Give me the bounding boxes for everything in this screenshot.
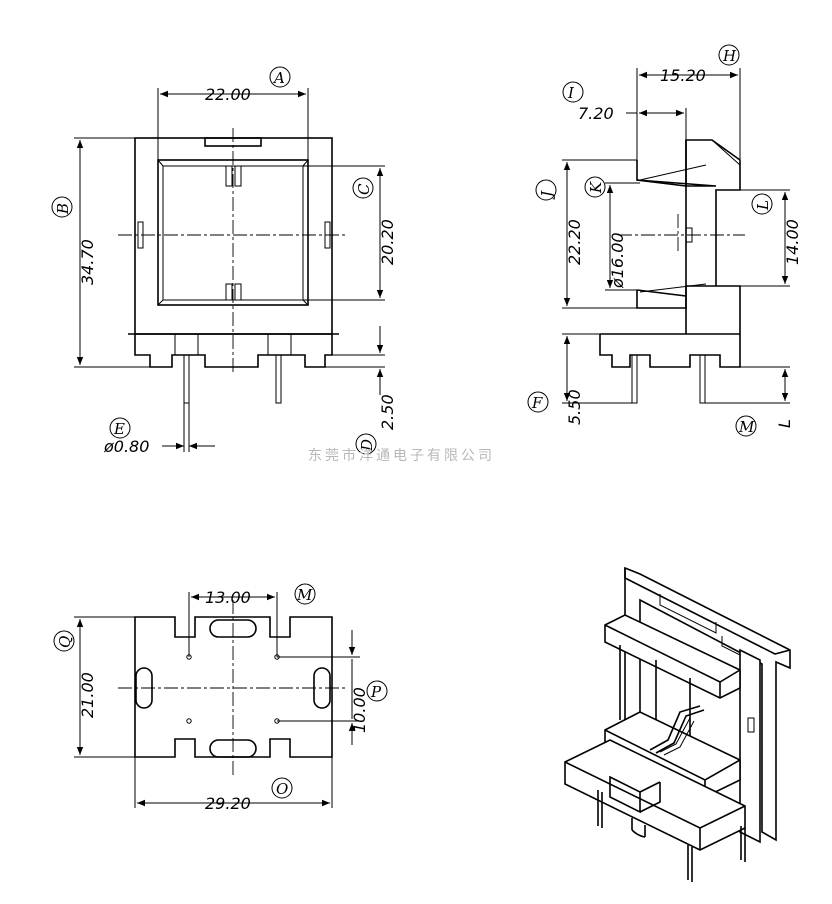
label-m: M (738, 418, 755, 436)
dim-e-value: ø0.80 (103, 437, 149, 456)
dim-d-value: 2.50 (378, 394, 397, 430)
dim-a-value: 22.00 (205, 85, 251, 104)
label-c: C (355, 183, 373, 195)
label-j: J (538, 190, 556, 200)
label-e: E (113, 420, 125, 438)
label-l: L (754, 200, 772, 211)
label-b: B (54, 203, 72, 215)
dim-c-value: 20.20 (378, 219, 397, 265)
label-p: P (370, 683, 382, 701)
dim-l-letter: L (775, 419, 794, 428)
isometric-view (564, 566, 791, 882)
label-k: K (587, 181, 605, 194)
dim-q-value: 21.00 (78, 672, 97, 718)
bottom-view: 13.00 M 21.00 Q 10.00 P 29.20 O (53, 583, 388, 813)
dim-k-value: ø16.00 (608, 232, 627, 289)
dim-f-value: 5.50 (565, 389, 584, 425)
label-q: Q (56, 636, 74, 648)
front-view: 22.00 A 34.70 B 20.20 C 2.50 D ø0.80 E (51, 66, 397, 456)
dim-j-value: 22.20 (565, 219, 584, 265)
watermark-text: 东莞市洋通电子有限公司 (308, 447, 495, 464)
dim-i-value: 7.20 (578, 104, 614, 123)
side-view: 15.20 H 7.20 I 22.20 J ø16.00 K 14.00 L … (527, 44, 802, 437)
dim-h-value: 15.20 (660, 66, 706, 85)
label-o: O (276, 780, 288, 798)
dim-m-value: 13.00 (205, 588, 251, 607)
dim-b-value: 34.70 (78, 239, 97, 285)
label-f: F (531, 394, 543, 412)
dim-l-value: 14.00 (783, 219, 802, 265)
dim-o-value: 29.20 (205, 794, 251, 813)
label-m-bottom: M (296, 586, 313, 604)
label-i: I (567, 84, 575, 102)
dim-p-value: 10.00 (350, 687, 369, 733)
label-h: H (722, 47, 737, 65)
label-a: A (272, 69, 285, 87)
label-d: D (358, 439, 376, 452)
